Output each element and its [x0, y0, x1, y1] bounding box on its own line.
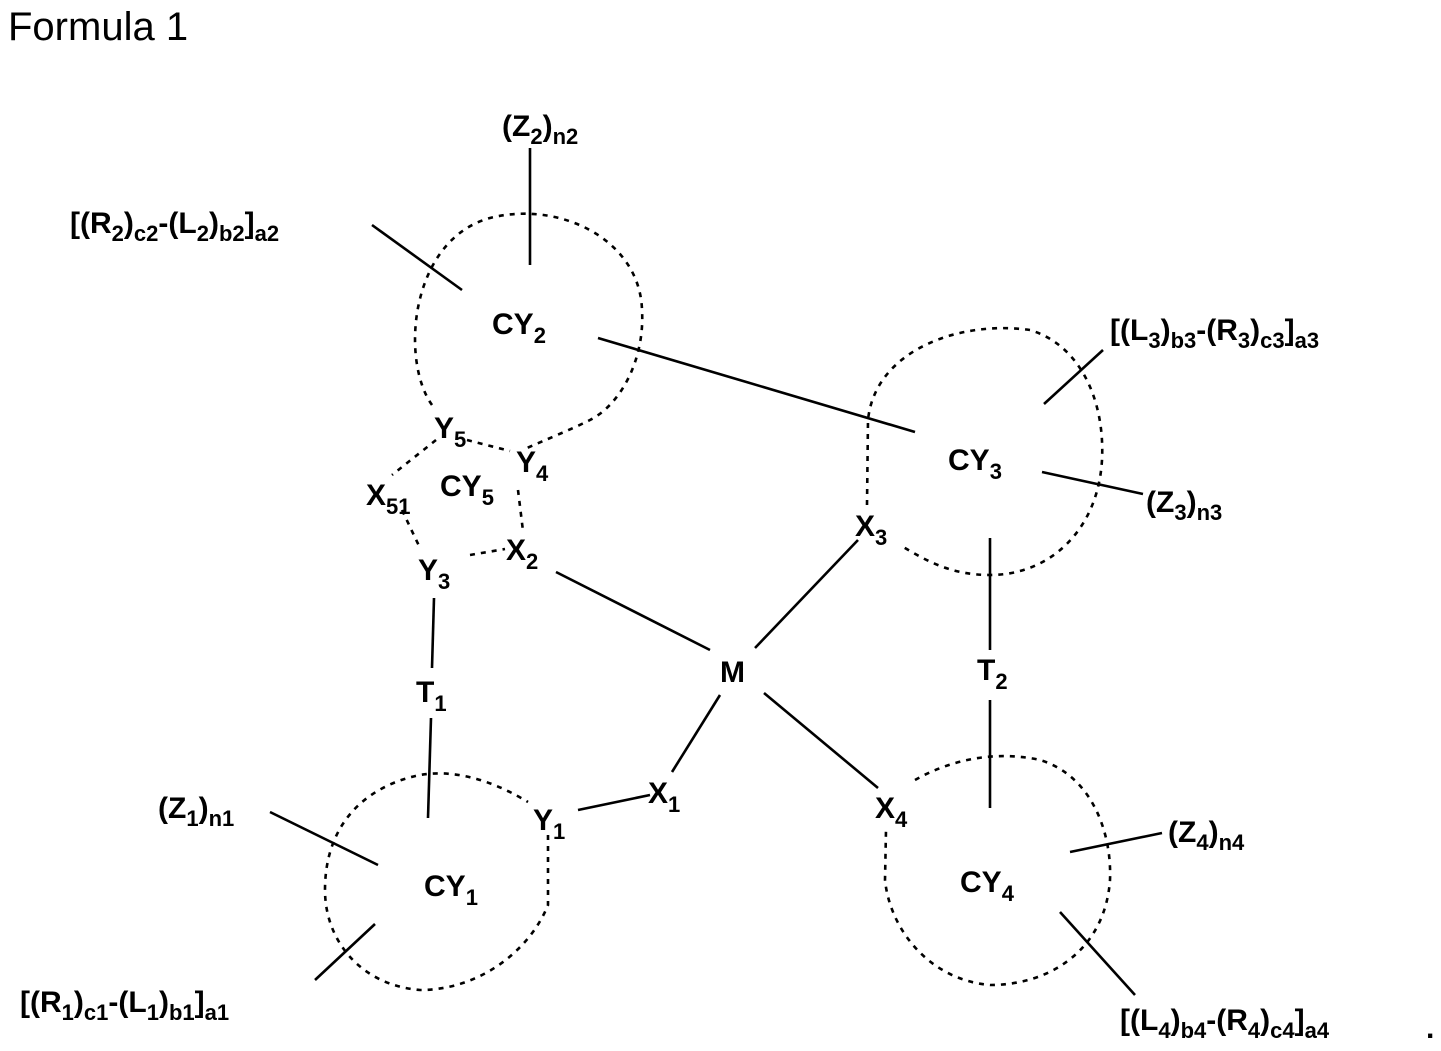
label-z3: (Z3)n3 — [1146, 486, 1222, 525]
bond-cy4-lr4 — [1060, 912, 1135, 995]
trailing-period: . — [1426, 1012, 1434, 1045]
label-cy4: CY4 — [960, 866, 1015, 906]
label-z2: (Z2)n2 — [502, 110, 578, 149]
label-t2: T2 — [977, 654, 1008, 694]
atom-labels: M X1 X2 X3 X4 X51 Y1 Y3 Y4 Y5 T1 T2 CY1 … — [366, 308, 1015, 910]
bond-rl2-cy2 — [372, 225, 462, 290]
bond-y3-t1 — [432, 598, 434, 668]
label-x4: X4 — [875, 792, 908, 832]
label-cy1: CY1 — [424, 870, 478, 910]
substituent-labels: (Z2)n2 (Z1)n1 (Z3)n3 (Z4)n4 [(R2)c2-(L2)… — [20, 110, 1434, 1045]
label-y3: Y3 — [418, 554, 450, 594]
formula-title: Formula 1 — [8, 5, 188, 49]
bond-x3-m — [755, 540, 858, 648]
bond-z1-cy1 — [270, 812, 378, 865]
label-y5: Y5 — [434, 412, 466, 452]
bond-m-x4 — [764, 693, 878, 788]
label-cy2: CY2 — [492, 308, 546, 348]
label-z1: (Z1)n1 — [158, 792, 234, 831]
label-m: M — [720, 656, 745, 689]
label-x3: X3 — [855, 510, 887, 550]
label-lr4: [(L4)b4-(R4)c4]a4 — [1120, 1004, 1330, 1043]
label-cy5: CY5 — [440, 470, 494, 510]
bond-t1-cy1 — [428, 718, 431, 818]
bond-x2-m — [556, 572, 710, 650]
label-cy3: CY3 — [948, 444, 1002, 484]
label-rl2: [(R2)c2-(L2)b2]a2 — [70, 207, 279, 246]
label-y4: Y4 — [516, 446, 549, 486]
bond-cy4-z4 — [1070, 833, 1162, 852]
label-rl1: [(R1)c1-(L1)b1]a1 — [20, 986, 229, 1025]
label-x51: X51 — [366, 479, 411, 519]
bond-cy2-cy3 — [598, 338, 915, 432]
bond-y1-x1 — [578, 795, 650, 810]
label-x2: X2 — [506, 534, 538, 574]
label-z4: (Z4)n4 — [1168, 816, 1245, 855]
bond-cy3-z3 — [1042, 472, 1143, 494]
label-x1: X1 — [648, 777, 680, 817]
solid-bonds — [270, 148, 1162, 995]
label-t1: T1 — [416, 676, 447, 716]
label-lr3: [(L3)b3-(R3)c3]a3 — [1110, 314, 1319, 353]
bond-m-x1 — [672, 695, 720, 772]
